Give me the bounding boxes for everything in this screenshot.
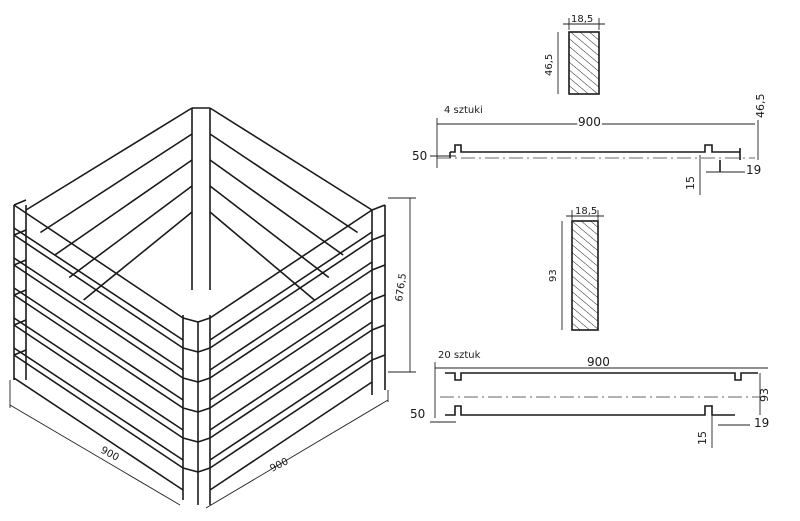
front-width-label: 900 [99, 445, 121, 464]
front-width-dimension: 900 [9, 380, 181, 506]
height-dimension: 676,5 [388, 197, 416, 373]
short-quantity: 4 sztuki [444, 105, 483, 116]
section-short-height: 46,5 [544, 54, 555, 76]
long-notch-width: 19 [754, 416, 769, 430]
long-notch-depth: 15 [696, 431, 709, 445]
right-end-post [371, 205, 386, 395]
section-short-board: 18,5 46,5 [544, 14, 605, 95]
compost-box-assembly: 676,5 900 900 [9, 107, 416, 509]
long-length: 900 [587, 355, 610, 369]
height-dim-label: 676,5 [394, 273, 409, 303]
short-length: 900 [578, 115, 601, 129]
section-long-board: 18,5 93 [548, 206, 604, 331]
long-notch-offset: 50 [410, 407, 425, 421]
short-height: 46,5 [754, 94, 767, 119]
side-width-label: 900 [268, 456, 290, 474]
section-long-width: 18,5 [575, 206, 597, 217]
short-notch-depth: 15 [684, 176, 697, 190]
elevation-short-board: 4 sztuki 900 50 46,5 15 19 [412, 94, 767, 195]
board-tiers [13, 107, 386, 491]
side-width-dimension: 900 [205, 390, 389, 509]
long-quantity: 20 sztuk [438, 350, 481, 361]
elevation-long-board: 20 sztuk 900 50 93 15 19 [410, 350, 771, 448]
left-end-post [13, 205, 27, 380]
long-height: 93 [758, 388, 771, 402]
short-notch-width: 19 [746, 163, 761, 177]
section-long-height: 93 [548, 269, 559, 282]
section-short-width: 18,5 [571, 14, 593, 25]
front-corner-post [182, 315, 211, 505]
short-notch-offset: 50 [412, 149, 427, 163]
